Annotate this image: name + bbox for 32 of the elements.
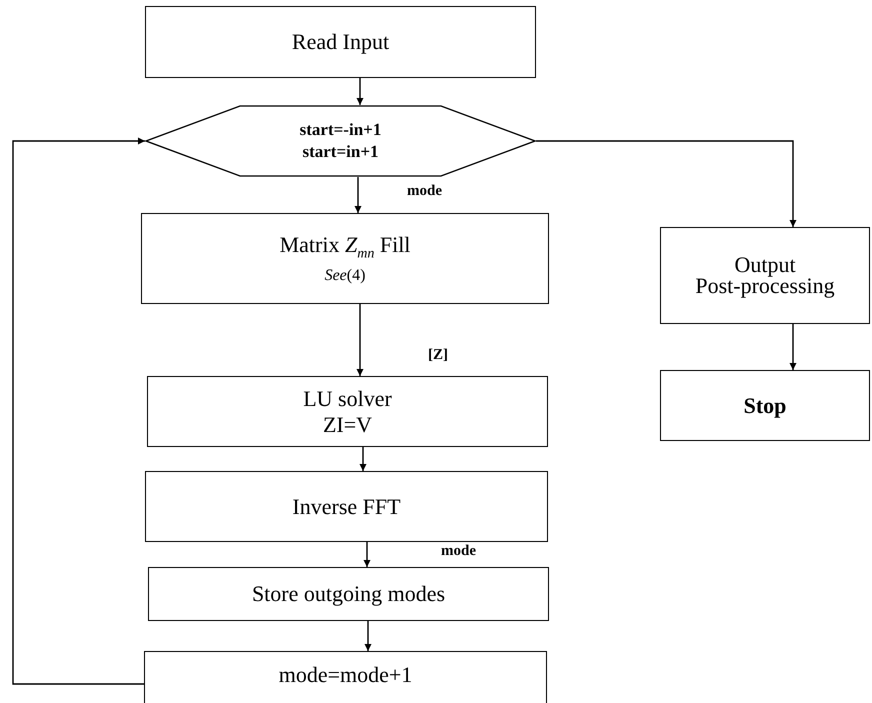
process-box — [141, 213, 549, 304]
process-box — [145, 6, 536, 78]
arrow — [354, 177, 362, 213]
arrow — [790, 324, 796, 370]
process-box — [660, 227, 870, 324]
arrow — [12, 138, 145, 685]
arrow — [356, 78, 364, 105]
node-text: Read Input — [292, 29, 390, 55]
node-text: start=in+1 — [302, 141, 379, 163]
node-text: Output — [734, 254, 796, 276]
arrow — [364, 621, 372, 651]
node-text: LU solver — [303, 386, 392, 412]
arrow — [536, 140, 796, 227]
node-text: mode=mode+1 — [278, 662, 412, 688]
arrow — [360, 447, 366, 471]
process-box — [144, 651, 547, 703]
arrow — [356, 304, 364, 376]
process-box — [660, 370, 870, 441]
node-text: Stop — [744, 392, 786, 418]
node-text: Inverse FFT — [292, 494, 401, 520]
node-text: Post-processing — [695, 276, 835, 296]
node-text: Store outgoing modes — [252, 584, 446, 604]
process-box — [145, 471, 548, 542]
node-text: start=-in+1 — [300, 118, 382, 141]
process-box — [147, 376, 548, 447]
node-text: Matrix Z$_{mn}$ Fill — [280, 232, 410, 263]
node-text: See(4) — [324, 266, 366, 285]
preparation-hexagon — [145, 105, 536, 177]
process-box — [148, 567, 549, 621]
node-text: ZI=V — [322, 412, 372, 437]
arrow — [364, 542, 370, 567]
edge-label: [Z] — [427, 347, 449, 364]
